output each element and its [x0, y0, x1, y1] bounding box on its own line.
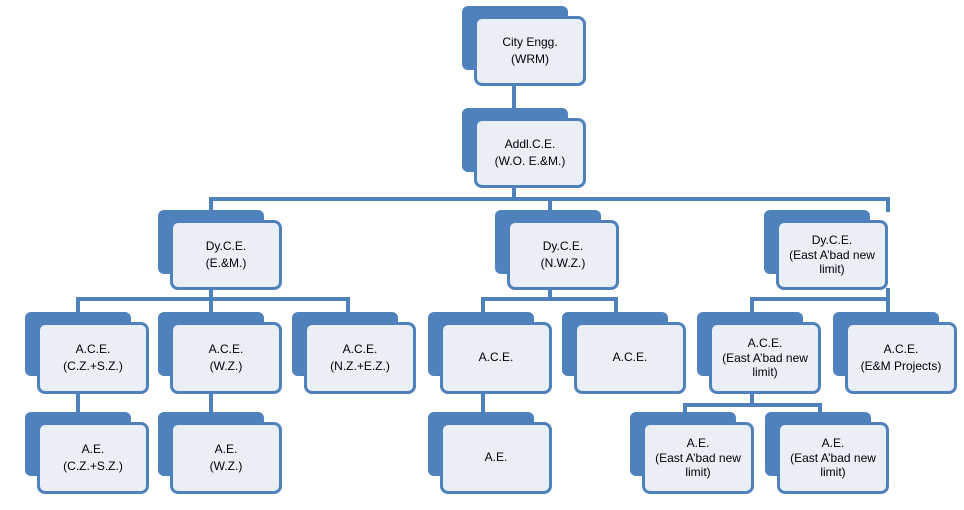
- node-ace-nwz-2: A.C.E.: [562, 312, 686, 394]
- node-ace-wz-line2: (W.Z.): [209, 359, 243, 373]
- node-ace-nwz-1: A.C.E.: [428, 312, 552, 394]
- node-dyce-em-line2: (E.&M.): [205, 256, 247, 270]
- node-ace-czsz: A.C.E. (C.Z.+S.Z.): [25, 312, 149, 394]
- node-ace-czsz-line1: A.C.E.: [75, 341, 111, 356]
- node-dyce-em: Dy.C.E. (E.&M.): [158, 210, 282, 290]
- node-ae-wz-line1: A.E.: [214, 441, 238, 456]
- node-ace-nwz-2-line1: A.C.E.: [612, 350, 648, 365]
- node-ace-emproj-line2: (E&M Projects): [860, 359, 942, 373]
- node-ae-east-2: A.E. (East A’bad new limit): [765, 412, 889, 494]
- node-ace-emproj-line1: A.C.E.: [883, 341, 919, 356]
- node-ae-czsz: A.E. (C.Z.+S.Z.): [25, 412, 149, 494]
- node-ae-wz: A.E. (W.Z.): [158, 412, 282, 494]
- node-city-engg: City Engg. (WRM): [462, 6, 586, 86]
- node-ace-nwz-1-line1: A.C.E.: [478, 350, 514, 365]
- connector-addl-to-dyce: [209, 185, 890, 212]
- node-ace-czsz-line2: (C.Z.+S.Z.): [63, 359, 123, 373]
- node-ace-east-line2: (East A’bad new: [722, 350, 808, 365]
- node-ae-czsz-line2: (C.Z.+S.Z.): [63, 459, 123, 473]
- node-dyce-east-line3: limit): [819, 262, 845, 277]
- node-ae-east-1-line2: (East A’bad new: [655, 450, 741, 465]
- node-ace-nzez-line1: A.C.E.: [342, 341, 378, 356]
- node-ace-east-line3: limit): [752, 365, 778, 380]
- node-ace-nzez: A.C.E. (N.Z.+E.Z.): [292, 312, 416, 394]
- node-ae-east-1-line1: A.E.: [686, 436, 710, 451]
- node-addl-ce-line2: (W.O. E.&M.): [494, 154, 566, 168]
- node-dyce-nwz-line1: Dy.C.E.: [542, 238, 584, 253]
- node-ace-wz: A.C.E. (W.Z.): [158, 312, 282, 394]
- node-addl-ce: Addl.C.E. (W.O. E.&M.): [462, 108, 586, 188]
- node-ae-nwz-line1: A.E.: [484, 450, 508, 465]
- connector-ace-east-to-ae: [683, 391, 822, 414]
- node-city-engg-line2: (WRM): [511, 52, 549, 66]
- node-dyce-east-line2: (East A’bad new: [789, 247, 875, 262]
- node-ace-east: A.C.E. (East A’bad new limit): [697, 312, 821, 394]
- node-dyce-nwz-line2: (N.W.Z.): [540, 256, 586, 270]
- node-dyce-nwz: Dy.C.E. (N.W.Z.): [495, 210, 619, 290]
- node-ae-east-1: A.E. (East A’bad new limit): [630, 412, 754, 494]
- node-dyce-em-line1: Dy.C.E.: [205, 238, 247, 253]
- connector-dyce-east-to-ace: [750, 288, 890, 314]
- node-ae-east-1-line3: limit): [685, 465, 711, 480]
- node-ace-east-line1: A.C.E.: [747, 336, 783, 351]
- node-ace-emproj: A.C.E. (E&M Projects): [833, 312, 957, 394]
- node-dyce-east-line1: Dy.C.E.: [811, 233, 853, 248]
- node-ae-wz-line2: (W.Z.): [209, 459, 243, 473]
- node-ae-nwz: A.E.: [428, 412, 552, 494]
- node-ae-east-2-line3: limit): [820, 465, 846, 480]
- node-ae-czsz-line1: A.E.: [81, 441, 105, 456]
- node-city-engg-line1: City Engg.: [502, 34, 558, 49]
- node-dyce-east: Dy.C.E. (East A’bad new limit): [764, 210, 888, 290]
- node-ace-wz-line1: A.C.E.: [208, 341, 244, 356]
- node-ae-east-2-line2: (East A’bad new: [790, 450, 876, 465]
- node-addl-ce-line1: Addl.C.E.: [504, 136, 556, 151]
- node-ae-east-2-line1: A.E.: [821, 436, 845, 451]
- node-ace-nzez-line2: (N.Z.+E.Z.): [330, 359, 390, 373]
